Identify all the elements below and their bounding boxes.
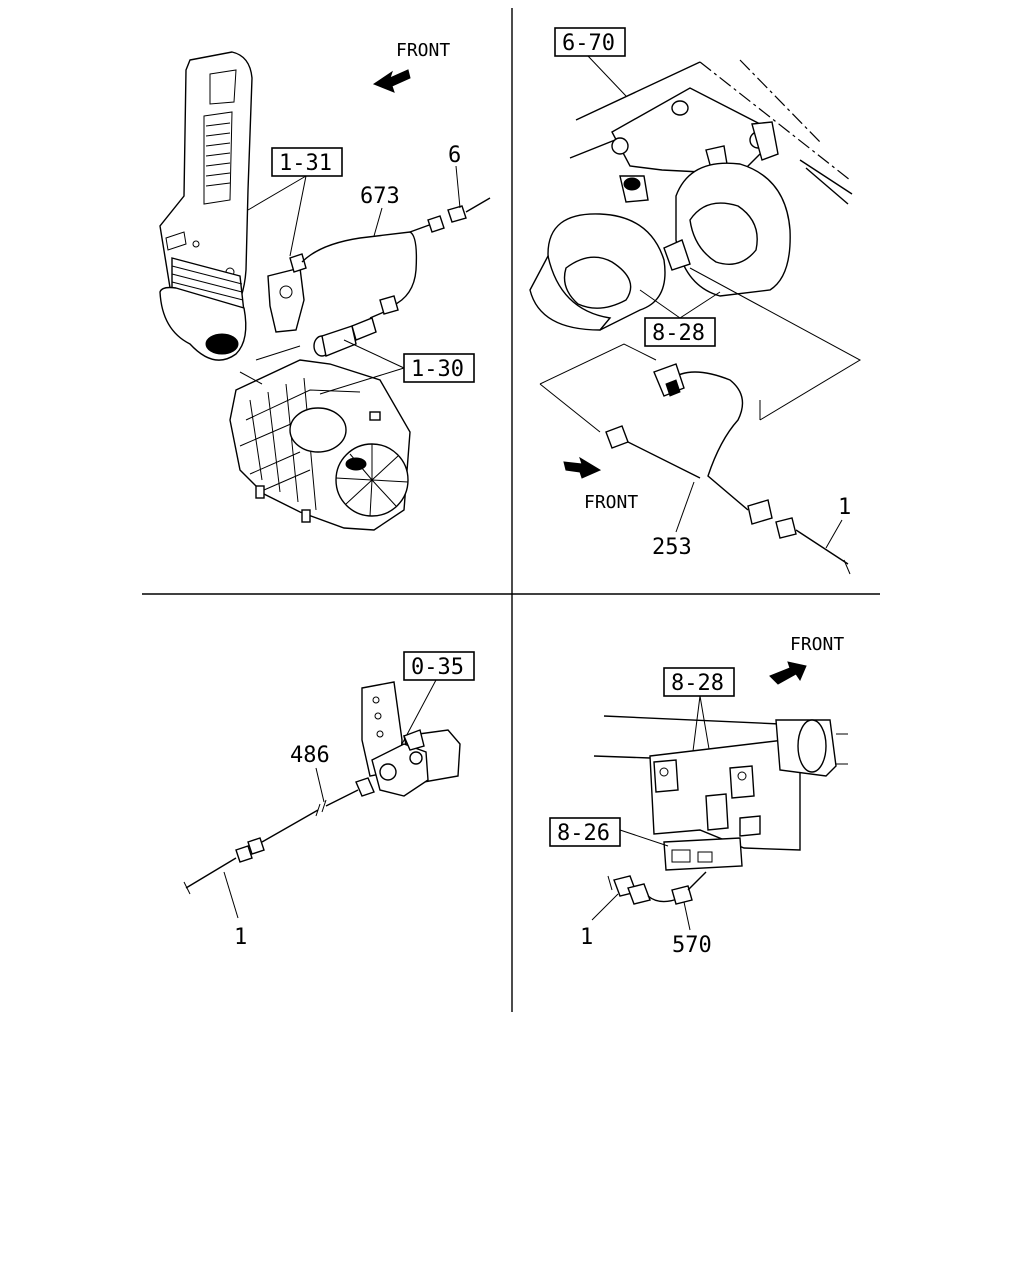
throttle-body bbox=[593, 715, 848, 871]
svg-text:0-35: 0-35 bbox=[411, 655, 464, 680]
svg-text:1-30: 1-30 bbox=[411, 357, 464, 382]
front-arrow-icon bbox=[769, 661, 807, 685]
ref-box-8-28-bottom: 8-28 bbox=[663, 667, 735, 697]
ref-box-0-35: 0-35 bbox=[403, 651, 475, 681]
front-arrow-icon bbox=[372, 69, 411, 93]
quadrant-top-left: FRONT bbox=[159, 40, 491, 531]
sensor-bracket bbox=[267, 253, 307, 333]
mass-airflow-sensor bbox=[313, 317, 377, 357]
callout-253: 253 bbox=[652, 535, 692, 560]
callout-6: 6 bbox=[448, 143, 461, 168]
ref-box-1-31: 1-31 bbox=[271, 147, 343, 177]
front-label: FRONT bbox=[584, 492, 638, 513]
callout-570: 570 bbox=[672, 933, 712, 958]
front-arrow-icon bbox=[563, 456, 602, 479]
svg-text:6-70: 6-70 bbox=[562, 31, 615, 56]
front-label: FRONT bbox=[396, 40, 450, 61]
air-cleaner-box bbox=[229, 359, 411, 531]
ref-box-6-70: 6-70 bbox=[554, 27, 626, 57]
harness-673 bbox=[301, 197, 491, 319]
quadrant-bottom-left: 0-35 486 bbox=[183, 651, 475, 950]
quadrant-top-right: 6-70 bbox=[529, 27, 862, 575]
quadrant-bottom-right: FRONT 8-28 8-26 bbox=[549, 634, 848, 958]
ref-box-8-26: 8-26 bbox=[549, 817, 621, 847]
leader-673 bbox=[373, 207, 383, 237]
callout-486: 486 bbox=[290, 743, 330, 768]
leader-6 bbox=[455, 165, 461, 209]
svg-text:1-31: 1-31 bbox=[279, 151, 332, 176]
ref-box-8-28-top: 8-28 bbox=[644, 317, 716, 347]
svg-text:8-28: 8-28 bbox=[671, 671, 724, 696]
horn-right bbox=[663, 145, 791, 297]
callout-1: 1 bbox=[580, 925, 593, 950]
horn-bracket bbox=[611, 87, 779, 175]
leader-1-31 bbox=[247, 175, 307, 257]
throttle-position-sensor bbox=[371, 729, 429, 797]
front-label: FRONT bbox=[790, 634, 844, 655]
callout-673: 673 bbox=[360, 184, 400, 209]
leader-1-30 bbox=[319, 339, 405, 395]
harness-486 bbox=[183, 777, 375, 895]
horn-left bbox=[529, 175, 666, 331]
harness-570 bbox=[607, 871, 707, 905]
svg-text:8-28: 8-28 bbox=[652, 321, 705, 346]
callout-1: 1 bbox=[838, 495, 851, 520]
svg-text:8-26: 8-26 bbox=[557, 821, 610, 846]
harness-253 bbox=[605, 363, 851, 575]
ref-box-1-30: 1-30 bbox=[403, 353, 475, 383]
callout-1: 1 bbox=[234, 925, 247, 950]
air-intake-duct bbox=[159, 51, 253, 361]
